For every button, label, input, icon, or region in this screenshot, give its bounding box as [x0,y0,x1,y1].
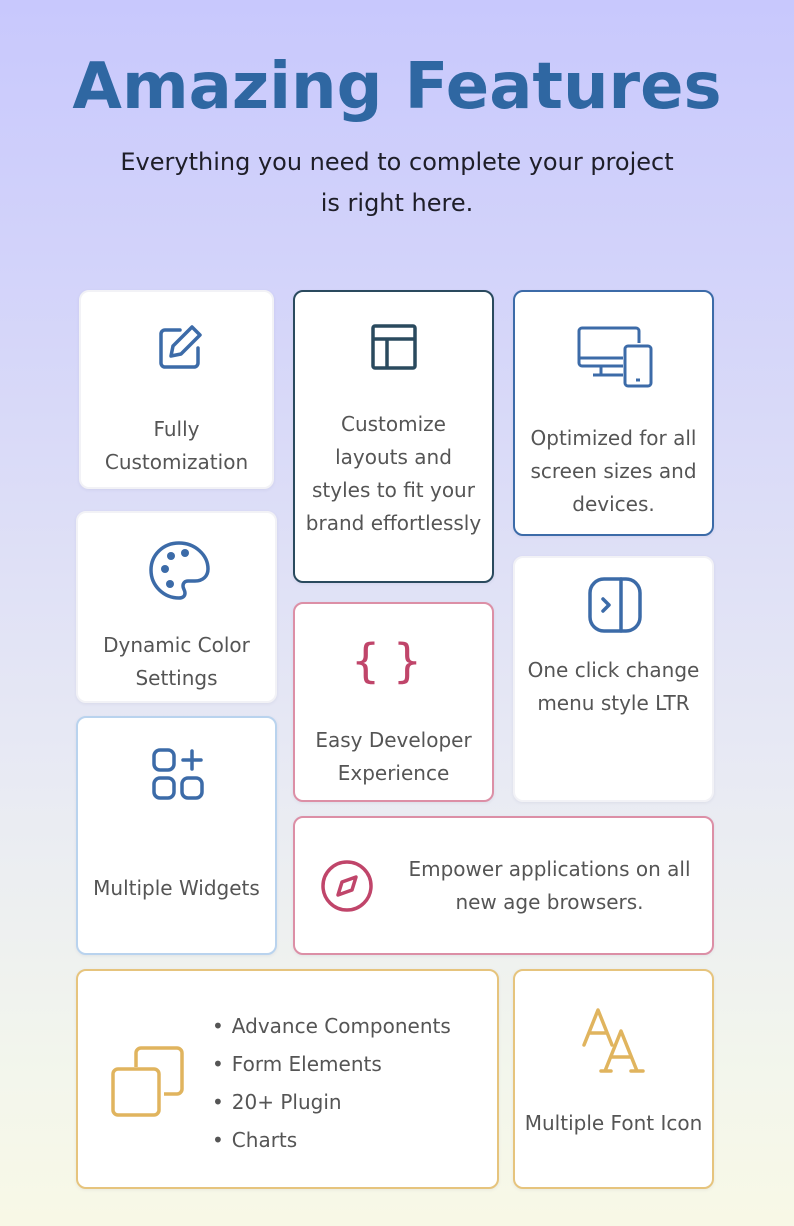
page-subtitle: Everything you need to complete your pro… [120,148,674,217]
devices-icon [577,326,653,388]
page-title: Amazing Features [72,50,722,124]
feature-card-color: Dynamic Color Settings [76,511,277,703]
feature-text: Easy Developer Experience [315,728,472,785]
feature-card-widgets: Multiple Widgets [76,716,277,955]
feature-text: Empower applications on all new age brow… [408,857,691,914]
braces-icon: {} [351,634,436,688]
feature-card-customization: Fully Customization [79,290,274,489]
copy-icon [111,1046,184,1117]
list-item: Form Elements [212,1045,451,1083]
feature-card-menu: One click change menu style LTR [513,556,714,802]
widgets-icon [152,748,204,800]
feature-text: Fully Customization [104,417,249,474]
font-icon [582,1008,645,1073]
feature-text: Multiple Font Icon [524,1111,703,1135]
sidebar-toggle-icon [588,577,642,633]
feature-text: One click change menu style LTR [527,658,700,715]
feature-card-responsive: Optimized for all screen sizes and devic… [513,290,714,536]
feature-card-components: Advance Components Form Elements 20+ Plu… [76,969,499,1189]
feature-list: Advance Components Form Elements 20+ Plu… [212,1007,451,1159]
list-item: Charts [212,1121,451,1159]
list-item: Advance Components [212,1007,451,1045]
compass-icon [321,860,373,912]
feature-card-developer: {} Easy Developer Experience [293,602,494,802]
feature-text: Multiple Widgets [93,876,260,900]
feature-card-fonts: Multiple Font Icon [513,969,714,1189]
list-item: 20+ Plugin [212,1083,451,1121]
layout-icon [371,324,417,370]
edit-icon [159,325,202,369]
palette-icon [149,541,210,600]
feature-text: Customize layouts and styles to fit your… [305,412,482,535]
feature-text: Optimized for all screen sizes and devic… [530,426,697,516]
feature-card-browsers: Empower applications on all new age brow… [293,816,714,955]
feature-text: Dynamic Color Settings [103,633,250,690]
feature-card-layouts: Customize layouts and styles to fit your… [293,290,494,583]
